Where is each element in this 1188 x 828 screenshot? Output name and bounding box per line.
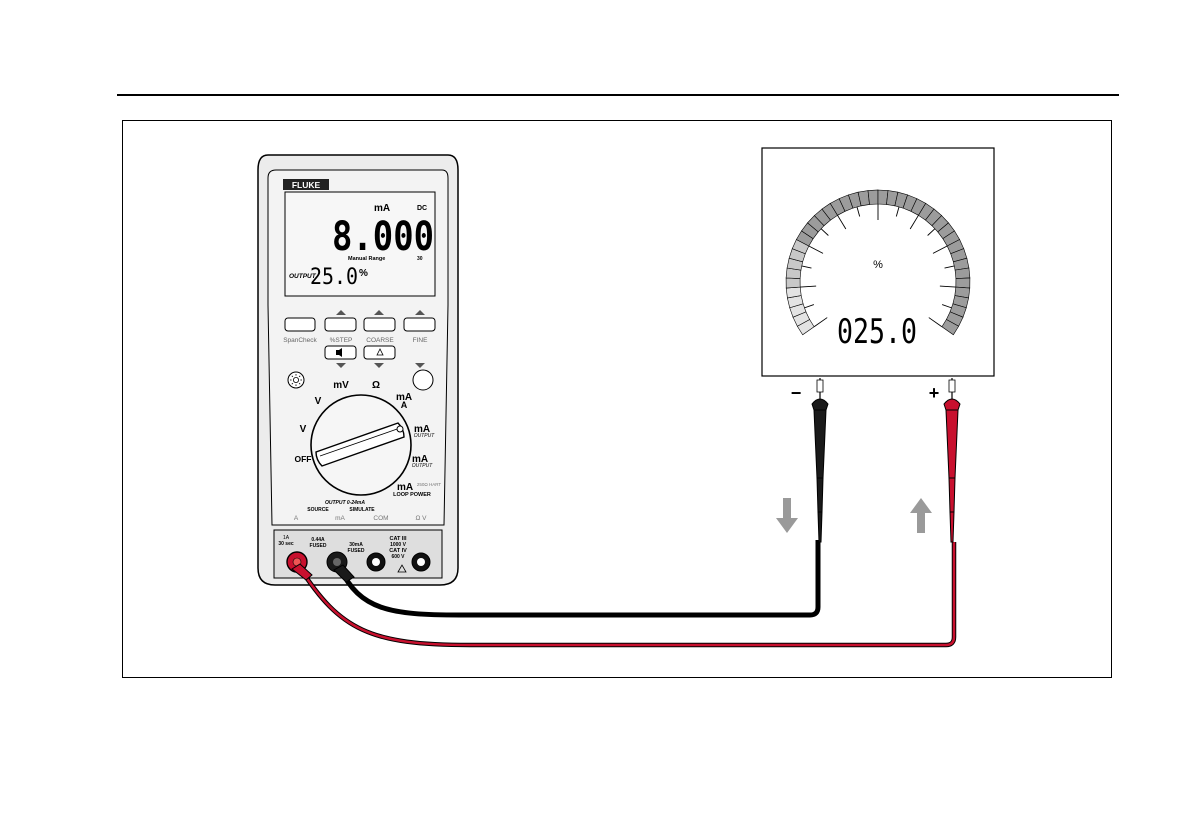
- lcd-manual-range: Manual Range: [348, 256, 385, 262]
- dial-hart-label: 250Ω HART: [417, 482, 442, 487]
- button-3[interactable]: [364, 318, 395, 331]
- volt-jack-hole: [417, 558, 425, 566]
- button-4[interactable]: [404, 318, 435, 331]
- red-probe-tail: [950, 512, 954, 542]
- fine-label: FINE: [413, 337, 428, 344]
- dial-a-label: A: [401, 400, 408, 410]
- gauge-device: % 025.0 − +: [762, 148, 994, 403]
- bar-a-label: A: [294, 515, 299, 522]
- source-label: SOURCE: [307, 507, 329, 513]
- bar-com-label: COM: [373, 515, 388, 522]
- gauge-segment: [868, 190, 878, 204]
- step-label: %STEP: [330, 337, 353, 344]
- black-probe-tip-sleeve: [817, 380, 823, 392]
- black-plug-center: [333, 558, 341, 566]
- dial-vdc-label: V: [315, 396, 322, 407]
- output-range-label: OUTPUT 0-24mA: [325, 500, 365, 506]
- bar-ma-label: mA: [335, 515, 345, 522]
- dial-vac-label: V: [300, 424, 307, 435]
- bar-ohm-v-label: Ω V: [415, 515, 427, 522]
- plus-terminal-label: +: [929, 383, 940, 403]
- multimeter: FLUKE mA DC 8.000 Manual Range 30 OUTPUT…: [258, 155, 458, 585]
- lcd-mode: DC: [417, 205, 427, 212]
- gauge-readout: 025.0: [837, 312, 917, 352]
- down-current-arrow: [776, 498, 798, 533]
- brand-logo: FLUKE: [292, 180, 321, 190]
- gauge-segment: [786, 278, 800, 288]
- ma-fused-label: FUSED: [348, 548, 365, 554]
- lcd-secondary-unit: %: [359, 268, 368, 279]
- dial-ohm-label: Ω: [372, 380, 380, 391]
- dial-loop-power: LOOP POWER: [393, 492, 431, 498]
- lcd-range-number: 30: [417, 256, 423, 262]
- simulate-label: SIMULATE: [349, 507, 375, 513]
- black-probe-handle: [814, 410, 826, 478]
- lcd-secondary-reading: 25.0: [310, 265, 358, 290]
- red-probe-guard: [944, 399, 960, 410]
- cat-iv-voltage: 600 V: [391, 554, 405, 560]
- dial-pointer: [397, 426, 403, 432]
- button-2[interactable]: [325, 318, 356, 331]
- dial-mv-label: mV: [333, 380, 349, 391]
- dial-off-label: OFF: [295, 454, 312, 464]
- a-fused-label: FUSED: [310, 543, 327, 549]
- red-probe-grip: [949, 478, 955, 512]
- hold-button[interactable]: [413, 370, 433, 390]
- lcd-main-reading: 8.000: [332, 214, 434, 260]
- red-probe-handle: [946, 410, 958, 478]
- gauge-segment: [955, 268, 970, 279]
- coarse-label: COARSE: [366, 337, 394, 344]
- minus-terminal-label: −: [791, 383, 802, 403]
- spancheck-label: SpanCheck: [283, 337, 317, 344]
- dial-output2-label: OUTPUT: [412, 463, 434, 469]
- gauge-unit: %: [873, 259, 883, 271]
- red-probe-tip-sleeve: [949, 380, 955, 392]
- up-current-arrow: [910, 498, 932, 533]
- button-1[interactable]: [285, 318, 315, 331]
- black-probe-guard: [812, 399, 828, 410]
- delta-button[interactable]: [364, 346, 395, 359]
- com-jack-hole: [372, 558, 380, 566]
- a-time-label: 30 sec: [278, 541, 294, 547]
- black-probe-tail: [818, 512, 822, 542]
- black-probe-grip: [817, 478, 823, 512]
- lcd-unit: mA: [374, 203, 390, 214]
- dial-output1-label: OUTPUT: [414, 433, 436, 439]
- gauge-segment: [956, 278, 970, 288]
